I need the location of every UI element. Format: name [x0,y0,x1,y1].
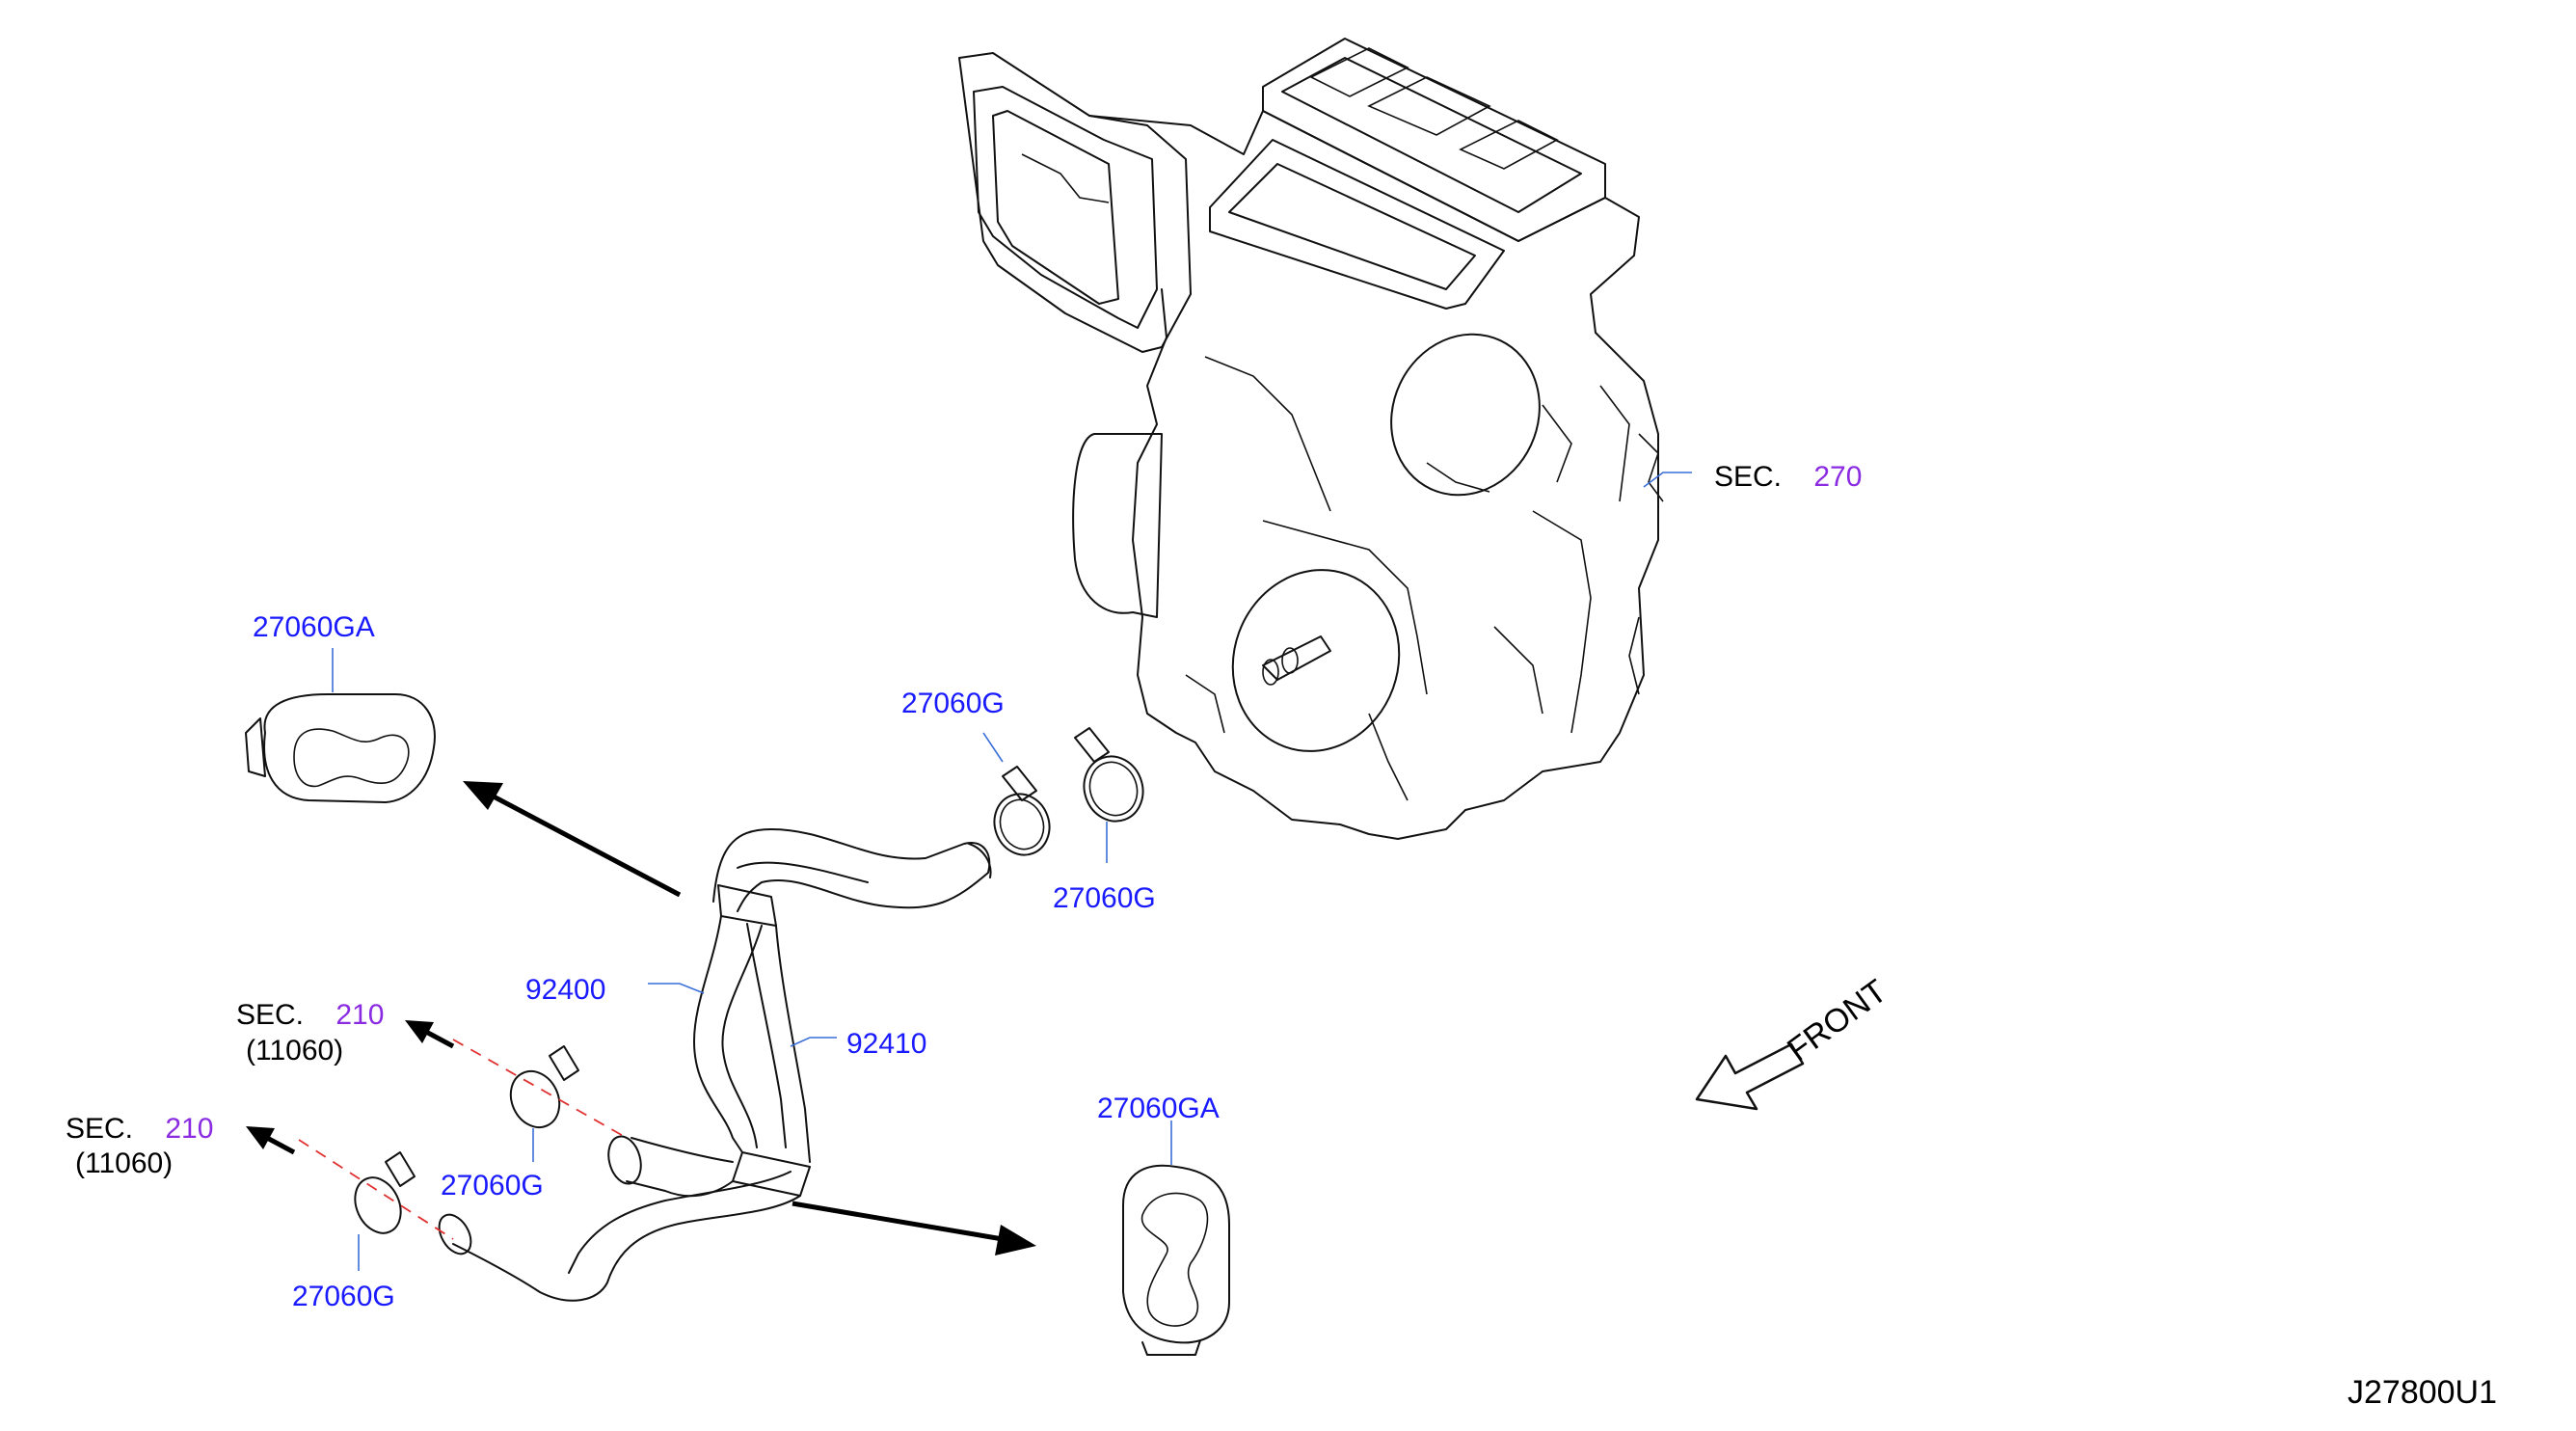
part-92400[interactable]: 92400 [525,974,606,1006]
clamp-top-left-drawing [993,766,1051,856]
diagram-code: J27800U1 [2348,1374,2498,1411]
grommet-bottom-drawing [1122,1164,1230,1356]
part-27060G-left-lower[interactable]: 27060G [292,1281,395,1312]
sec-270-link[interactable]: 270 [1813,461,1863,493]
part-27060G-top[interactable]: 27060G [901,688,1005,719]
sec-210-upper-sub: (11060) [246,1035,344,1066]
leader-lines [298,472,1692,1271]
sec-210-lower-link[interactable]: 210 [165,1113,214,1145]
heater-unit-drawing [958,38,1664,840]
grommet-top-drawing [245,693,436,803]
sec-prefix: SEC. [1714,461,1783,493]
part-27060G-left-upper[interactable]: 27060G [441,1170,544,1202]
sec-210-upper-link[interactable]: 210 [335,999,385,1031]
part-27060GA-top[interactable]: 27060GA [253,611,375,643]
sec-prefix: SEC. [66,1113,134,1145]
part-27060GA-bottom[interactable]: 27060GA [1097,1093,1220,1124]
sec-270-label: SEC. 270 [1714,463,1862,492]
front-arrow-icon [1695,1042,1805,1111]
part-92410[interactable]: 92410 [846,1028,927,1060]
direction-arrows [246,781,1036,1256]
heater-hoses-drawing [438,828,992,1302]
sec-210-upper-label: SEC. 210 [236,1001,384,1030]
clamp-left-upper-drawing [509,1045,579,1129]
clamp-left-lower-drawing [354,1151,416,1234]
clamp-top-right-drawing [1074,727,1144,823]
part-27060G-mid[interactable]: 27060G [1053,882,1156,914]
sec-210-lower-label: SEC. 210 [66,1115,213,1144]
sec-210-lower-sub: (11060) [75,1148,174,1179]
sec-prefix: SEC. [236,999,305,1031]
